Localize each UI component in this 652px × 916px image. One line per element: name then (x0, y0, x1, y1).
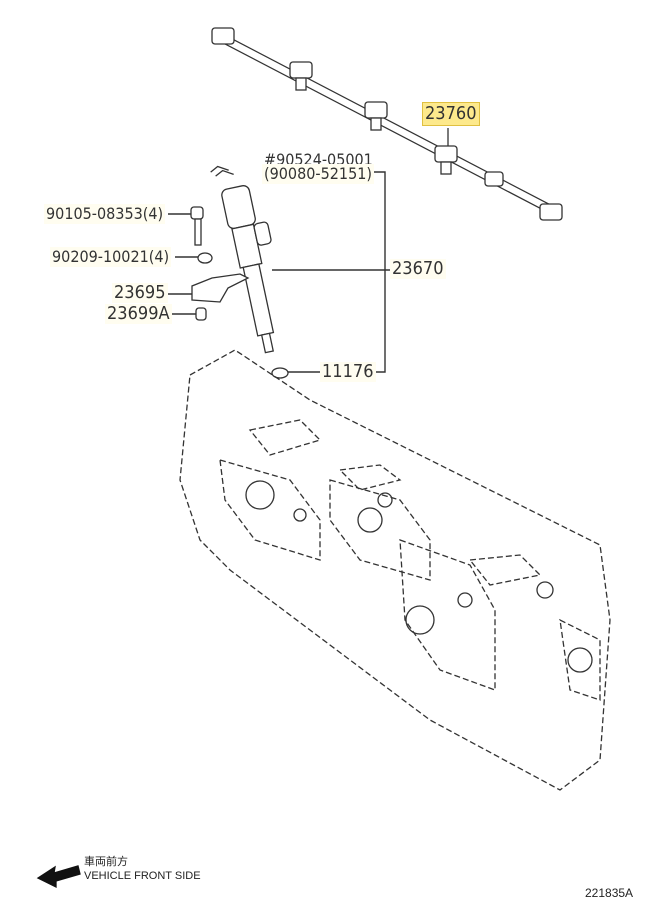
callout-clip-b[interactable]: (90080-52151) (262, 164, 374, 184)
direction-label-en: VEHICLE FRONT SIDE (84, 870, 201, 882)
callout-gasket[interactable]: 11176 (320, 361, 376, 382)
cylinder-head-drawing (179, 349, 611, 791)
figure-id: 221835A (585, 886, 634, 900)
small-parts-drawing (190, 206, 289, 379)
callout-bolt[interactable]: 90105-08353(4) (44, 204, 166, 224)
direction-label-jp: 車両前方 (84, 856, 128, 868)
vehicle-front-arrow (36, 865, 81, 889)
callout-nut[interactable]: 23699A (105, 303, 172, 324)
callout-washer[interactable]: 90209-10021(4) (50, 247, 172, 267)
callout-23760-fuel-rail[interactable]: 23760 (422, 102, 480, 126)
callout-injector[interactable]: 23670 (390, 258, 446, 279)
leader-lines (168, 171, 390, 373)
fuel-rail-drawing (211, 27, 563, 221)
callout-clamp[interactable]: 23695 (112, 282, 168, 303)
cylinder-head-holes (245, 480, 593, 673)
injector-drawing (210, 165, 275, 354)
